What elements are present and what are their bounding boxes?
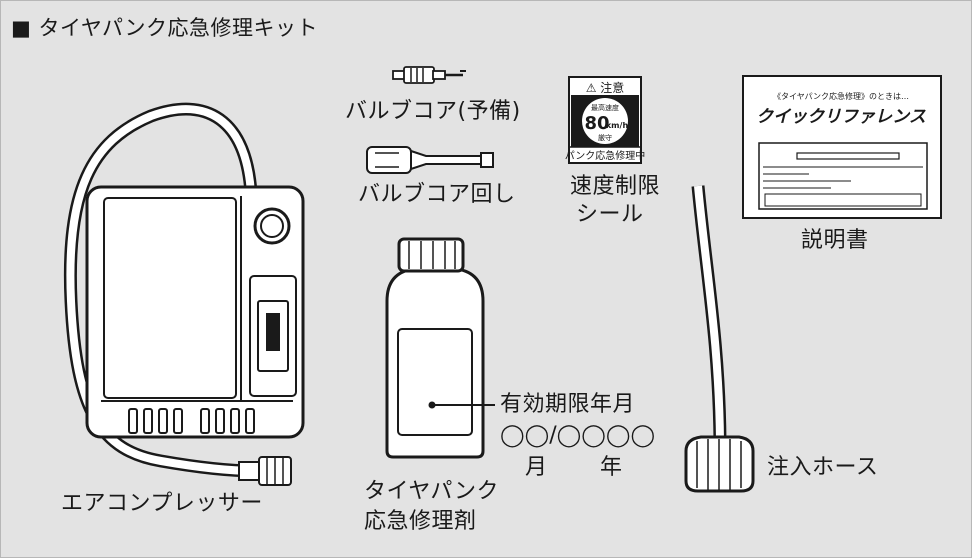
sealant-label-line1: タイヤパンク xyxy=(364,479,500,504)
expiry-month-label: 月 xyxy=(525,455,548,480)
sticker-max-speed: 最高速度 xyxy=(591,103,619,112)
sticker-speed-unit: km/h xyxy=(606,121,629,130)
speed-sticker-label-line2: シール xyxy=(576,202,644,227)
quick-reference-manual: 《タイヤパンク応急修理》のときは… クイックリファレンス xyxy=(742,75,942,219)
valve-core-tool-icon xyxy=(366,146,494,174)
valve-core-tool-label: バルブコア回し xyxy=(358,182,516,207)
expiry-year-label: 年 xyxy=(600,455,623,480)
speed-sticker-label-line1: 速度制限 xyxy=(570,174,661,199)
injection-hose-label: 注入ホース xyxy=(767,455,879,480)
air-compressor xyxy=(85,185,305,439)
manual-subtitle: 《タイヤパンク応急修理》のときは… xyxy=(773,91,909,101)
sticker-observe: 厳守 xyxy=(598,133,612,142)
sticker-caution: ⚠ 注意 xyxy=(586,80,625,95)
valve-core-icon xyxy=(392,66,466,84)
manual-title: クイックリファレンス xyxy=(756,107,926,127)
expiry-format: ◯◯/◯◯◯◯ xyxy=(500,423,656,448)
valve-core-label: バルブコア(予備) xyxy=(345,99,521,124)
compressor-label: エアコンプレッサー xyxy=(61,491,263,516)
sealant-bottle xyxy=(385,237,485,459)
manual-label: 説明書 xyxy=(801,228,869,253)
injection-hose xyxy=(684,185,755,493)
sealant-label-line2: 応急修理剤 xyxy=(364,509,477,534)
expiry-label: 有効期限年月 xyxy=(500,392,636,417)
hose-fitting xyxy=(238,456,292,486)
kit-title: ■ タイヤパンク応急修理キット xyxy=(11,16,319,40)
sticker-speed-value: 80 xyxy=(584,113,609,134)
sticker-footer: パンク応急修理中 xyxy=(565,149,646,162)
speed-limit-sticker: ⚠ 注意 最高速度 80 km/h 厳守 パンク応急修理中 xyxy=(565,76,646,164)
